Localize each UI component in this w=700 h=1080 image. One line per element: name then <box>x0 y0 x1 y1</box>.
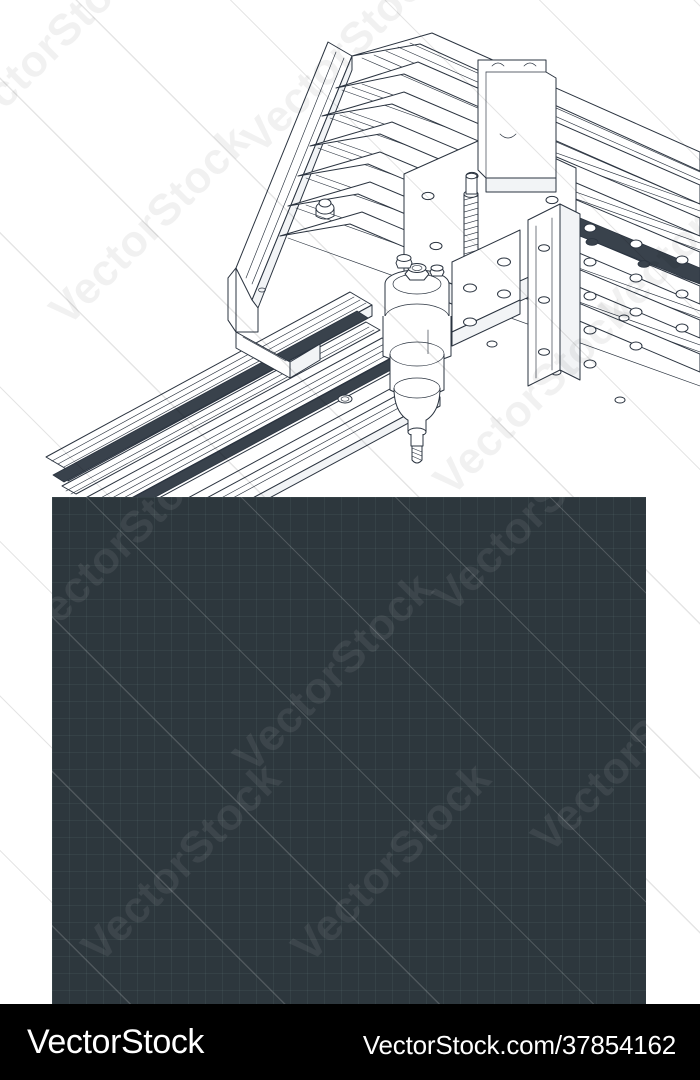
gantry-side-support-bracket <box>227 41 353 379</box>
spindle-motor <box>382 254 452 464</box>
dark-blueprint-panel: VectorStock VectorStock VectorStock Vect… <box>52 497 646 1004</box>
vectorstock-image-url: VectorStock.com/37854162 <box>362 1030 676 1060</box>
vectorstock-brand-logo: VectorStock <box>27 1023 205 1061</box>
vectorstock-footer-bar: VectorStock VectorStock.com/37854162 <box>0 1004 700 1080</box>
cnc-machine-line-drawing <box>45 32 700 571</box>
watermark-diagonal-lines-dark <box>52 497 646 1004</box>
adjustment-knob <box>315 198 335 220</box>
stepper-motor-housing <box>477 59 557 193</box>
end-mill-cutter <box>410 434 424 464</box>
spindle-mount-bracket <box>451 229 521 347</box>
z-axis-frame-right <box>527 203 689 387</box>
bolt-row-right <box>583 223 689 369</box>
blueprint-grid <box>52 497 646 1004</box>
